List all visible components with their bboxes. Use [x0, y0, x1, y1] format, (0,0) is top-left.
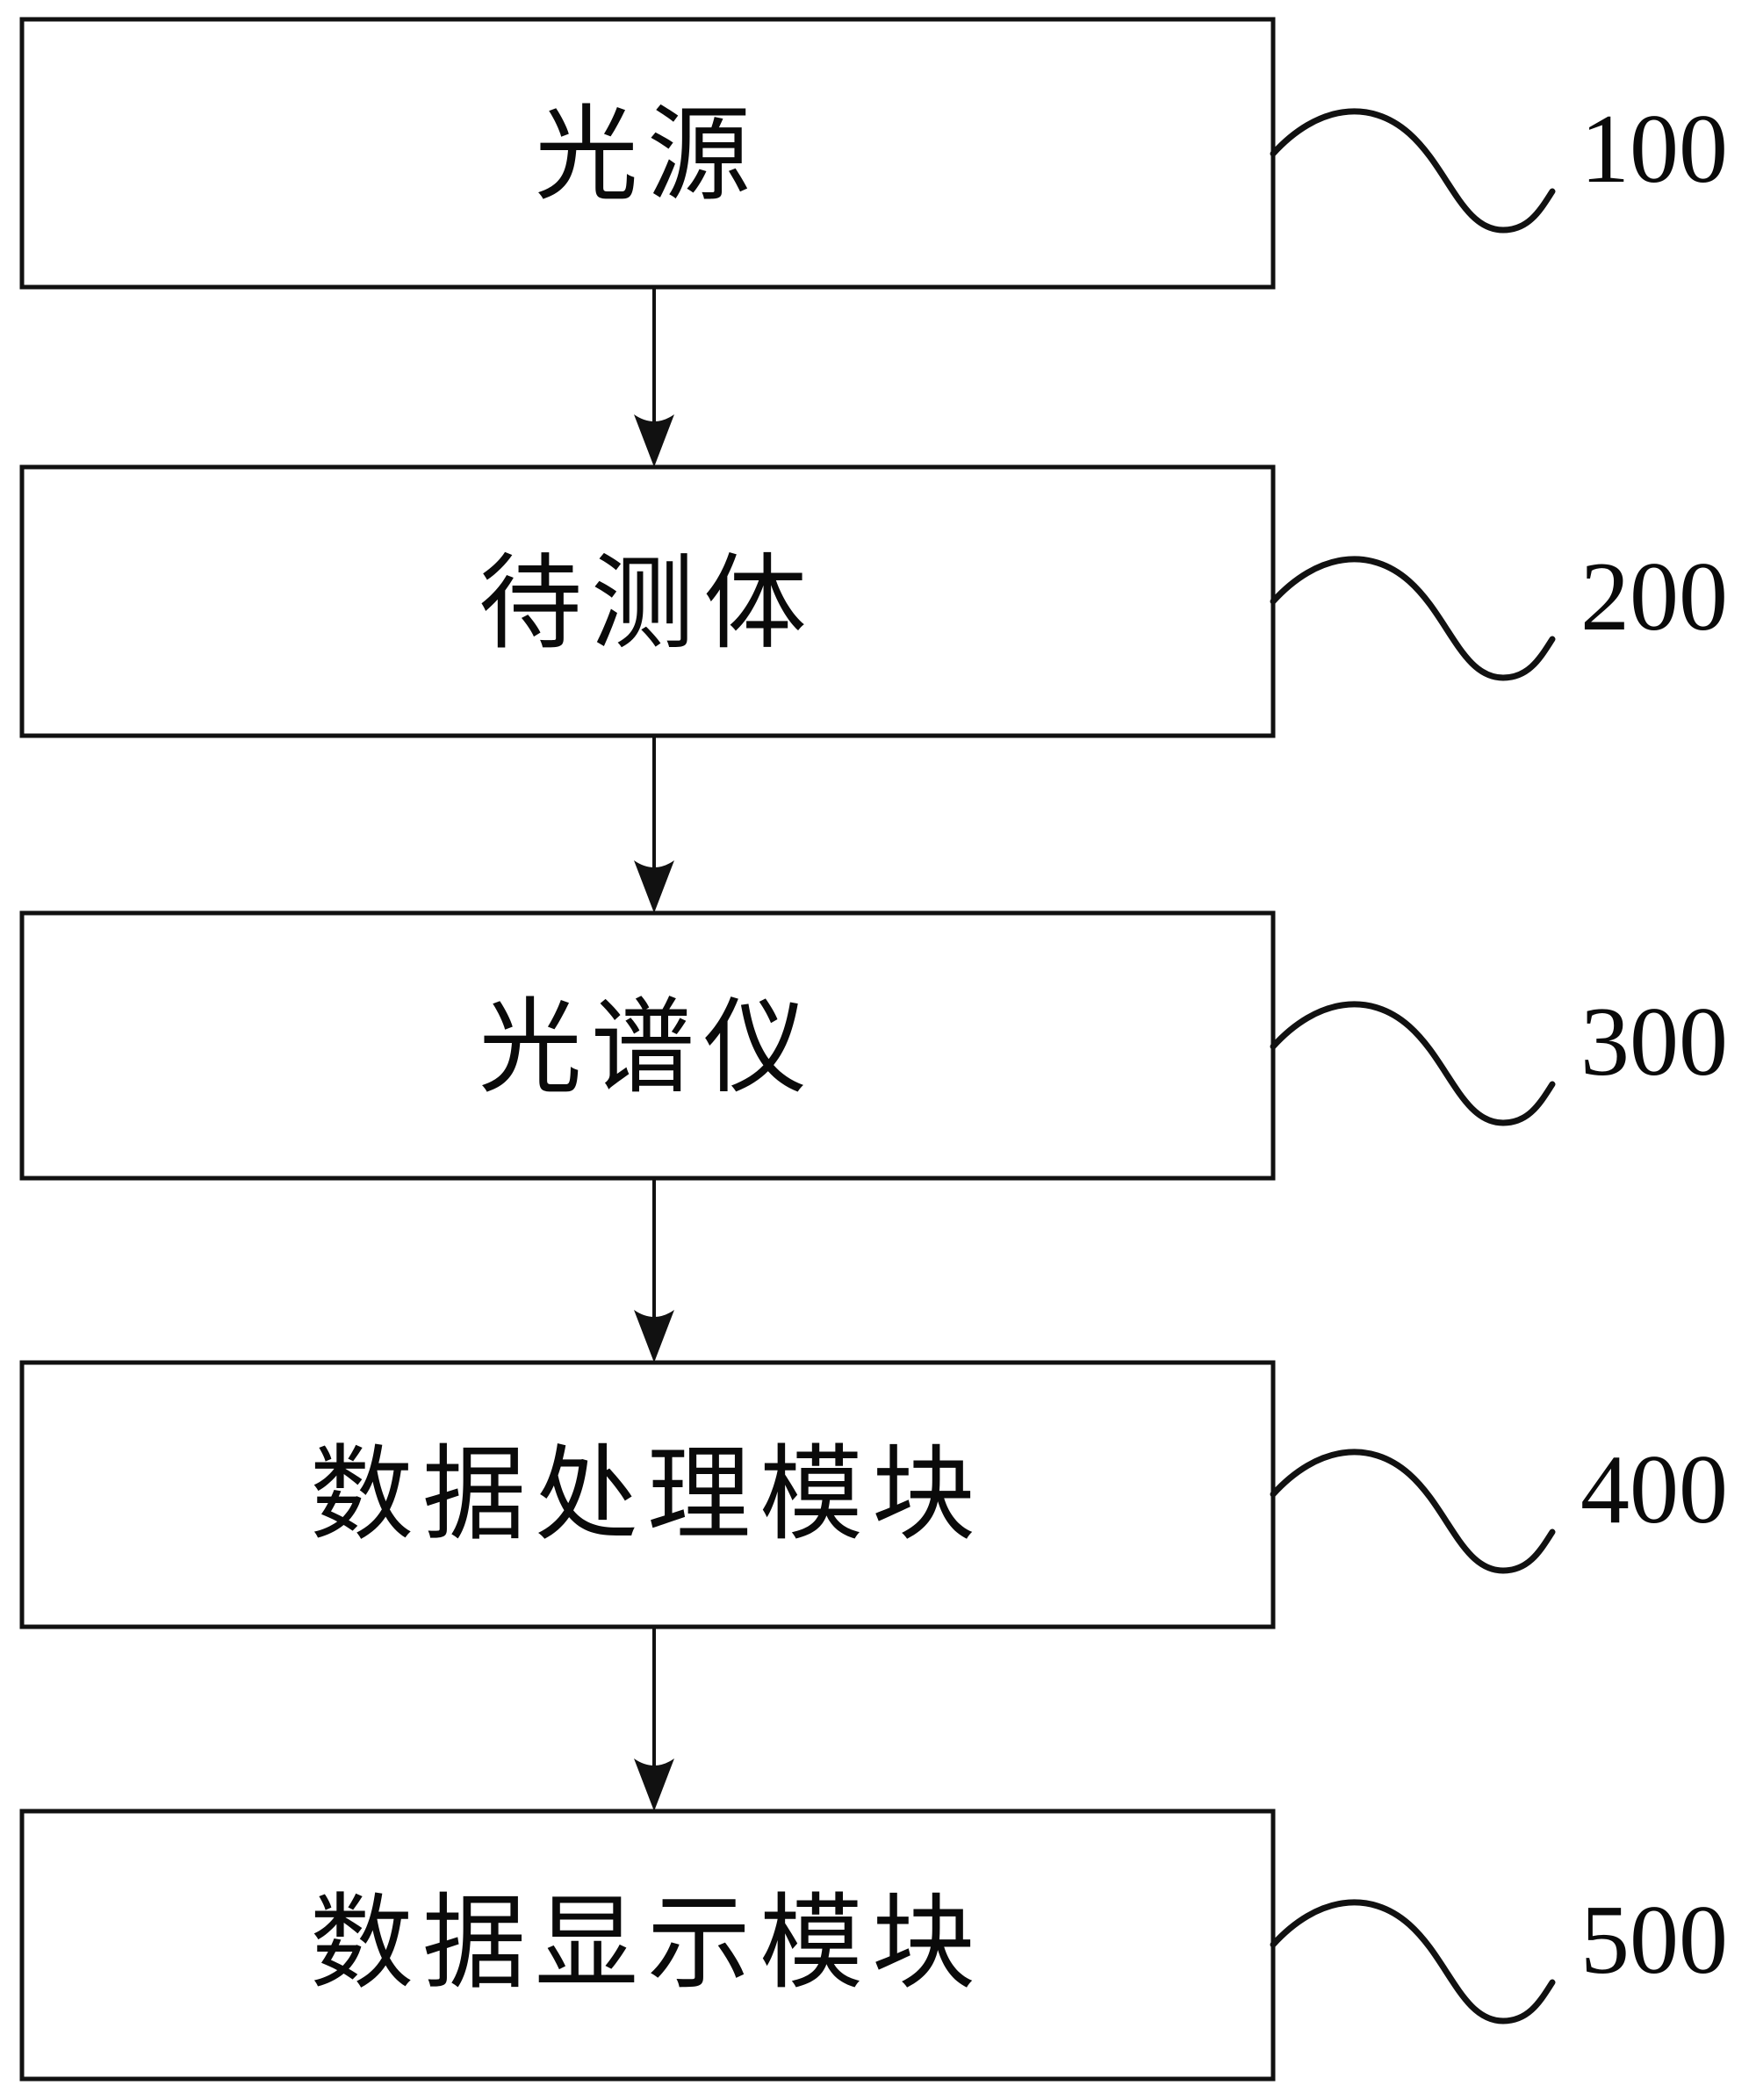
arrow-object-to-spectrometer: [634, 736, 674, 913]
arrow-source-to-object: [634, 287, 674, 467]
node-label-data-display-module: 数据显示模块: [310, 1882, 984, 2003]
node-box-light-source[interactable]: [19, 17, 1276, 290]
node-box-data-processing-module[interactable]: [19, 1360, 1276, 1629]
ref-number-100: 100: [1580, 95, 1728, 204]
arrow-head-icon: [634, 414, 674, 467]
node-box-spectrometer[interactable]: [19, 910, 1276, 1181]
node-label-spectrometer: 光谱仪: [479, 987, 816, 1108]
arrow-head-icon: [634, 1310, 674, 1363]
leader-spectrometer: 300: [1270, 988, 1728, 1126]
arrow-spectrometer-to-processing: [634, 1178, 674, 1363]
squiggle-leader-100-icon: [1270, 108, 1556, 234]
squiggle-leader-500-icon: [1270, 1899, 1556, 2024]
node-light-source[interactable]: 光源: [19, 17, 1276, 290]
leader-data-display-module: 500: [1270, 1886, 1728, 2024]
ref-number-500: 500: [1580, 1886, 1728, 1995]
node-label-object-under-test: 待测体: [479, 543, 816, 664]
arrow-head-icon: [634, 1758, 674, 1811]
squiggle-leader-200-icon: [1270, 556, 1556, 681]
node-spectrometer[interactable]: 光谱仪: [19, 910, 1276, 1181]
node-data-display-module[interactable]: 数据显示模块: [19, 1809, 1276, 2082]
ref-number-200: 200: [1580, 543, 1728, 651]
node-box-object-under-test[interactable]: [19, 464, 1276, 738]
squiggle-leader-400-icon: [1270, 1449, 1556, 1574]
node-label-data-processing-module: 数据处理模块: [310, 1434, 984, 1555]
node-label-light-source: 光源: [535, 94, 759, 215]
leader-object-under-test: 200: [1270, 543, 1728, 681]
node-data-processing-module[interactable]: 数据处理模块: [19, 1360, 1276, 1629]
arrow-processing-to-display: [634, 1627, 674, 1811]
arrow-head-icon: [634, 860, 674, 913]
node-object-under-test[interactable]: 待测体: [19, 464, 1276, 738]
ref-number-300: 300: [1580, 988, 1728, 1097]
node-box-data-display-module[interactable]: [19, 1809, 1276, 2082]
ref-number-400: 400: [1580, 1435, 1728, 1544]
squiggle-leader-300-icon: [1270, 1001, 1556, 1126]
leader-data-processing-module: 400: [1270, 1435, 1728, 1574]
leader-light-source: 100: [1270, 95, 1728, 234]
